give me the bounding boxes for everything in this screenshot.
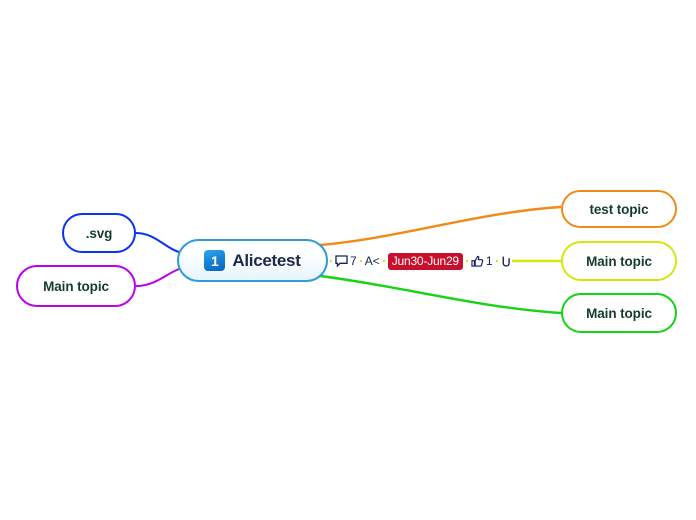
strip-separator-dot	[359, 260, 362, 262]
strip-separator-dot	[330, 260, 332, 262]
strip-separator-dot	[495, 260, 498, 262]
node-bottom-main[interactable]: Main topic	[561, 293, 677, 333]
font-style-icon[interactable]: A<	[364, 254, 380, 268]
node-left-main[interactable]: Main topic	[16, 265, 136, 307]
date-range-badge[interactable]: Jun30-Jun29	[387, 252, 463, 270]
comment-bubble-icon[interactable]	[335, 254, 348, 268]
node-label: Main topic	[586, 253, 652, 269]
thumbs-up-icon[interactable]	[471, 255, 484, 268]
strip-separator-dot	[465, 260, 468, 262]
font-style-indicator[interactable]: A<	[365, 250, 380, 272]
comment-count: 7	[350, 254, 357, 268]
hook-attachment-icon[interactable]	[501, 255, 512, 268]
edge-svg	[135, 232, 180, 253]
node-right-main[interactable]: Main topic	[561, 241, 677, 281]
edge-left-main	[135, 268, 180, 287]
edge-bottom-main	[319, 274, 562, 315]
number-one-badge-icon: 1	[204, 250, 226, 271]
node-label: test topic	[589, 201, 649, 217]
hook-indicator[interactable]	[501, 250, 512, 272]
comment-indicator[interactable]: 7	[335, 250, 357, 272]
node-label: Main topic	[43, 278, 109, 294]
like-count: 1	[485, 254, 493, 268]
node-label: .svg	[85, 225, 113, 241]
edge-test-topic	[319, 205, 562, 247]
like-indicator[interactable]: 1	[471, 250, 493, 272]
node-svg[interactable]: .svg	[62, 213, 136, 253]
central-node-label: Alicetest	[232, 250, 301, 270]
strip-separator-dot	[514, 260, 517, 262]
node-icon-strip: 7 A< Jun30-Jun29 1	[330, 249, 517, 273]
strip-separator-dot	[382, 260, 385, 262]
node-label: Main topic	[586, 305, 652, 321]
node-test-topic[interactable]: test topic	[561, 190, 677, 228]
central-node[interactable]: 1 Alicetest	[177, 239, 328, 282]
